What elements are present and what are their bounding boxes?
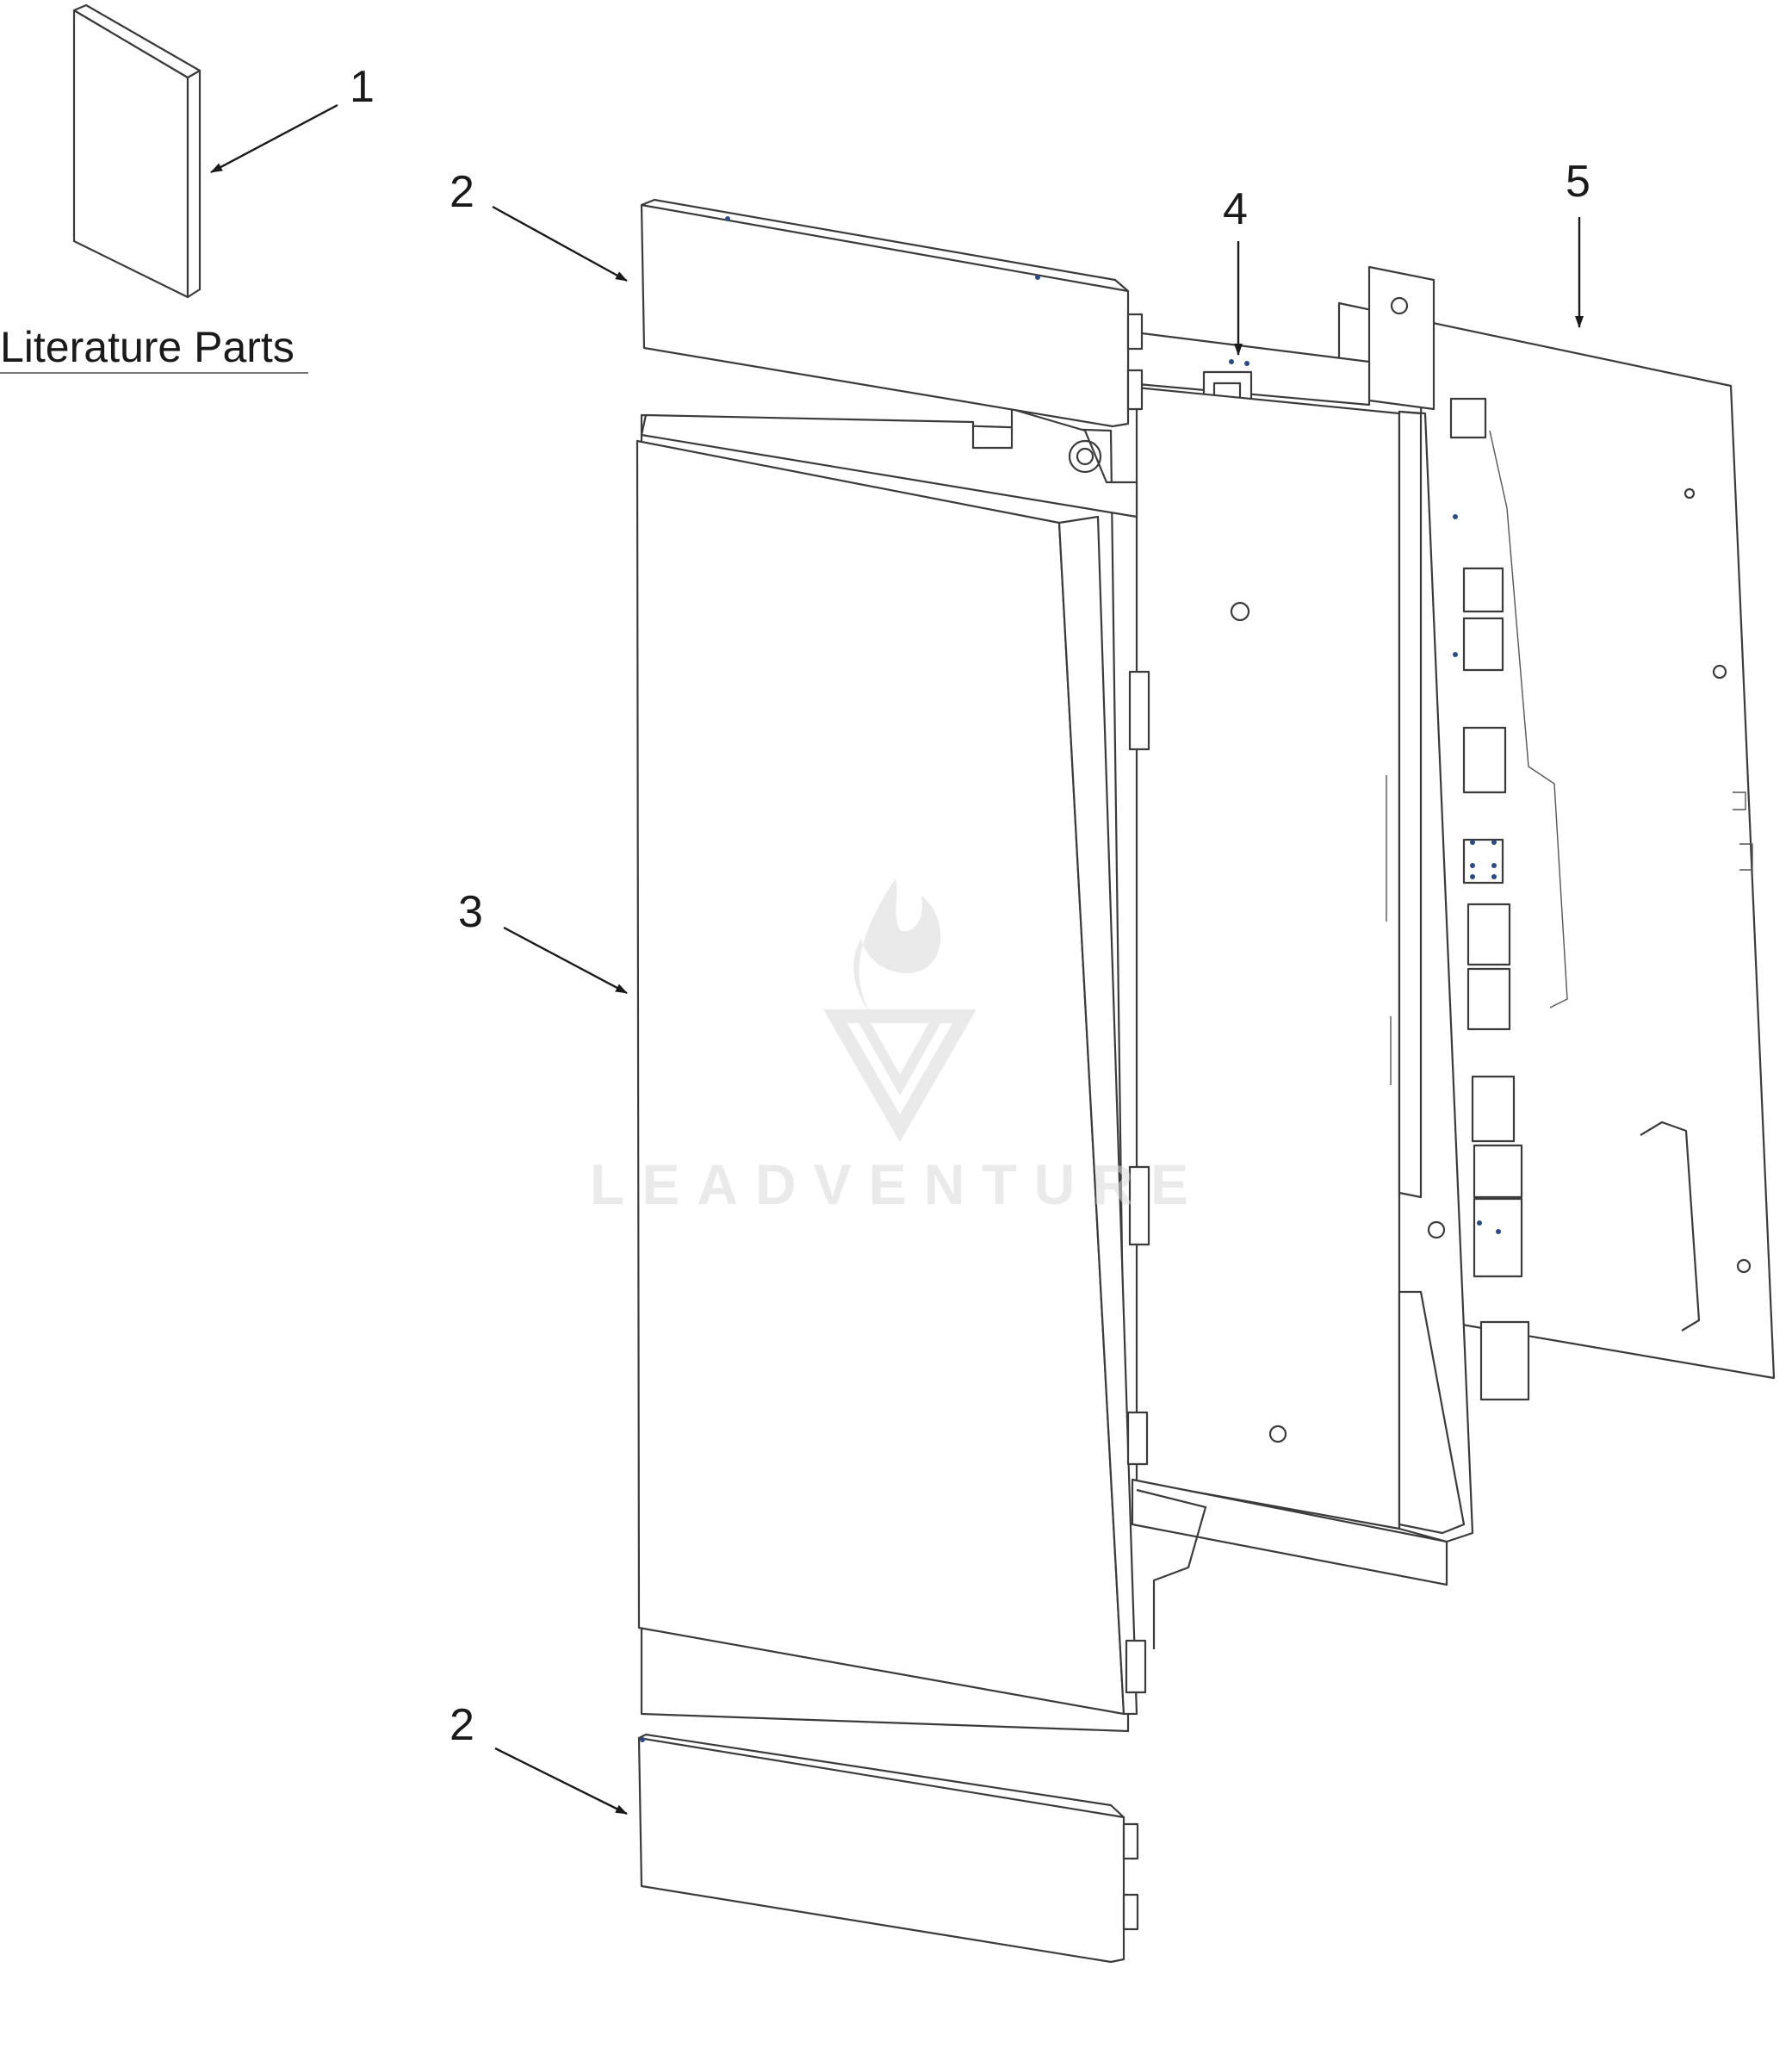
- mounting-bracket: [1126, 265, 1474, 1649]
- watermark: LEADVENTURE: [590, 878, 1206, 1216]
- callout-2-bottom-label: 2: [450, 1700, 474, 1750]
- literature-parts-caption: Literature Parts: [0, 323, 295, 371]
- board-connectors: [1449, 397, 1530, 1401]
- front-panel: [636, 407, 1150, 1733]
- callout-2-bottom-arrow: [494, 1747, 628, 1816]
- callout-5-label: 5: [1566, 157, 1590, 207]
- callout-4-label: 4: [1223, 184, 1248, 234]
- callout-2-top-label: 2: [450, 167, 474, 217]
- callout-1-label: 1: [350, 62, 375, 112]
- watermark-text: LEADVENTURE: [590, 1152, 1206, 1216]
- callout-3-arrow: [503, 926, 628, 995]
- flame-v-logo-icon: [823, 878, 977, 1143]
- bottom-end-cap: [637, 1733, 1139, 1964]
- callout-3-label: 3: [458, 887, 483, 937]
- callout-1-arrow: [210, 103, 338, 174]
- callout-2-top-arrow: [492, 205, 628, 282]
- literature-booklet: [72, 3, 202, 299]
- top-end-cap: [640, 198, 1144, 428]
